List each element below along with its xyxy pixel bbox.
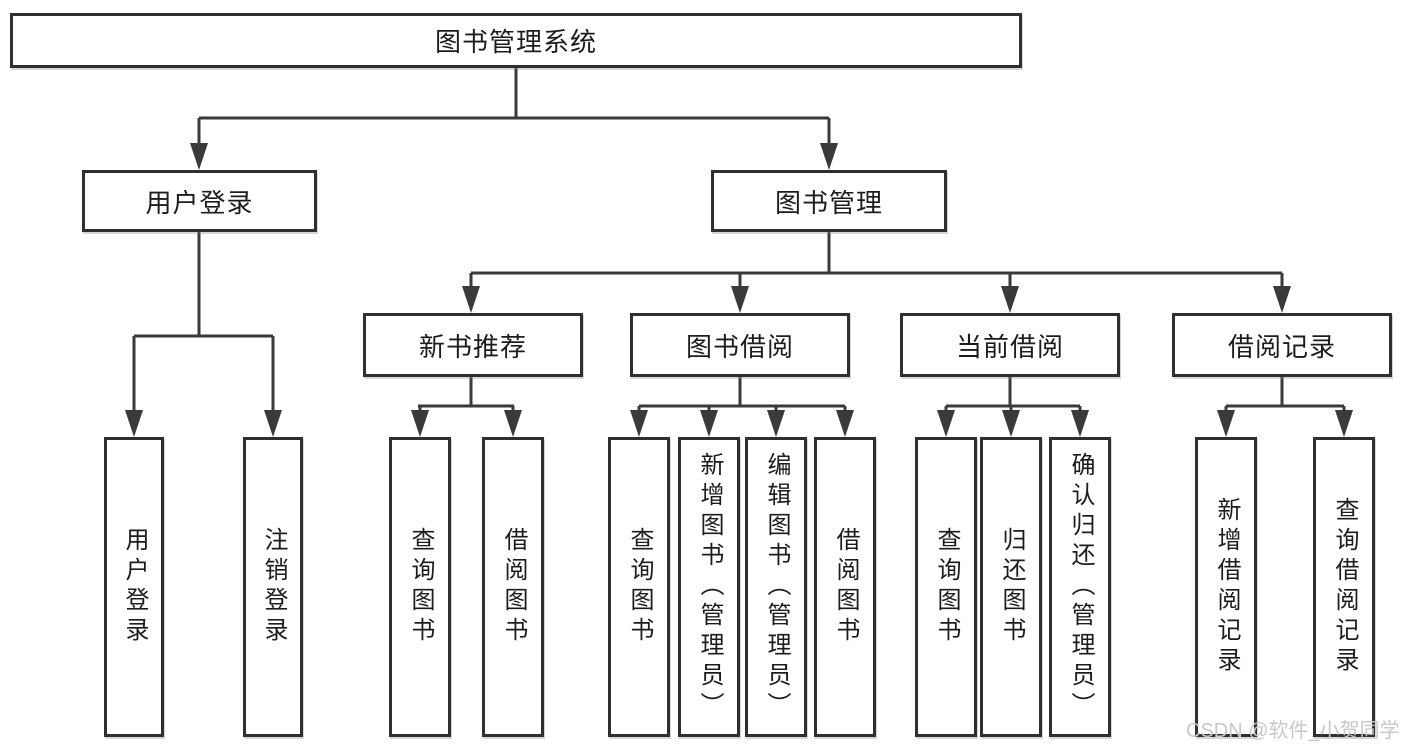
leaf-borrow-book-label: 借阅图书 xyxy=(832,527,859,647)
leaf-current-return: 归还图书 xyxy=(980,437,1042,737)
leaf-borrow-add-admin: 新增图书（管理员） xyxy=(678,437,740,737)
leaf-user-login: 用户登录 xyxy=(104,437,164,737)
leaf-borrow-edit-admin: 编辑图书（管理员） xyxy=(745,437,807,737)
leaf-record-add: 新增借阅记录 xyxy=(1195,437,1257,737)
leaf-logout-label: 注销登录 xyxy=(260,527,287,647)
leaf-record-search-label: 查询借阅记录 xyxy=(1331,497,1358,677)
connector-new-book-to-leaves xyxy=(411,377,522,437)
node-borrow-record: 借阅记录 xyxy=(1172,313,1392,377)
node-root: 图书管理系统 xyxy=(10,13,1022,68)
node-current-borrow-label: 当前借阅 xyxy=(955,331,1064,362)
leaf-record-search: 查询借阅记录 xyxy=(1313,437,1375,737)
leaf-current-search-label: 查询图书 xyxy=(933,527,960,647)
node-new-book-recommend: 新书推荐 xyxy=(363,313,583,377)
leaf-current-search: 查询图书 xyxy=(915,437,977,737)
leaf-record-add-label: 新增借阅记录 xyxy=(1213,497,1240,677)
leaf-logout: 注销登录 xyxy=(243,437,303,737)
node-book-borrow: 图书借阅 xyxy=(630,313,850,377)
leaf-newbook-search-label: 查询图书 xyxy=(407,527,434,647)
leaf-user-login-label: 用户登录 xyxy=(121,527,148,647)
node-user-login: 用户登录 xyxy=(82,170,317,232)
node-new-book-recommend-label: 新书推荐 xyxy=(418,331,527,362)
node-current-borrow: 当前借阅 xyxy=(900,313,1120,377)
node-borrow-record-label: 借阅记录 xyxy=(1227,331,1336,362)
connector-book-management-to-level3 xyxy=(462,232,1291,313)
node-root-label: 图书管理系统 xyxy=(434,27,597,57)
leaf-borrow-search-label: 查询图书 xyxy=(626,527,653,647)
node-book-borrow-label: 图书借阅 xyxy=(685,331,794,362)
leaf-current-return-label: 归还图书 xyxy=(998,527,1025,647)
leaf-borrow-book: 借阅图书 xyxy=(814,437,876,737)
leaf-current-confirm-admin-label: 确认归还（管理员） xyxy=(1067,452,1094,722)
leaf-borrow-edit-admin-label: 编辑图书（管理员） xyxy=(763,452,790,722)
leaf-newbook-search: 查询图书 xyxy=(389,437,451,737)
node-user-login-label: 用户登录 xyxy=(145,187,254,218)
leaf-borrow-add-admin-label: 新增图书（管理员） xyxy=(696,452,723,722)
leaf-newbook-borrow: 借阅图书 xyxy=(482,437,544,737)
connector-book-borrow-to-leaves xyxy=(630,377,854,437)
leaf-newbook-borrow-label: 借阅图书 xyxy=(500,527,527,647)
watermark: CSDN @软件_小贺同学 xyxy=(1186,720,1400,742)
connector-borrow-record-to-leaves xyxy=(1217,377,1353,437)
node-book-management: 图书管理 xyxy=(711,170,947,232)
connector-user-login-to-leaves xyxy=(125,232,282,437)
connector-root-to-level2 xyxy=(190,68,838,170)
leaf-current-confirm-admin: 确认归还（管理员） xyxy=(1049,437,1111,737)
connector-current-borrow-to-leaves xyxy=(937,377,1089,437)
leaf-borrow-search: 查询图书 xyxy=(608,437,670,737)
node-book-management-label: 图书管理 xyxy=(774,187,883,218)
